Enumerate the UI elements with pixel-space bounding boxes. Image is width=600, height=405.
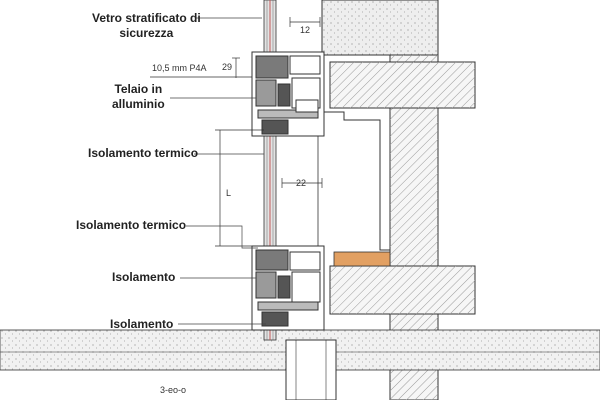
dimension-12 — [289, 17, 321, 27]
label-telaio-line2: alluminio — [112, 97, 165, 111]
label-isolamento-termico-1: Isolamento termico — [88, 146, 198, 161]
label-telaio: Telaio in alluminio — [112, 82, 165, 112]
label-isolamento-termico-2: Isolamento termico — [76, 218, 186, 233]
upper-slab-hatch — [330, 62, 475, 108]
lower-frame-profile — [251, 245, 325, 331]
leader-lines — [170, 17, 266, 325]
dimension-29 — [232, 57, 240, 78]
glass-spec-text: 10,5 mm P4A — [152, 63, 207, 73]
dimension-22-text: 22 — [296, 178, 306, 188]
label-isolamento-1: Isolamento — [112, 270, 175, 285]
dimension-22 — [281, 178, 323, 188]
label-telaio-line1: Telaio in — [114, 82, 163, 96]
label-vetro-line2: sicurezza — [119, 26, 174, 40]
label-vetro: Vetro stratificato di sicurezza — [92, 11, 201, 41]
dimension-12-text: 12 — [300, 25, 310, 35]
bottom-post — [285, 339, 337, 401]
label-vetro-line1: Vetro stratificato di — [92, 11, 201, 25]
dimension-L-text: L — [226, 188, 231, 198]
label-isolamento-1-text: Isolamento — [112, 270, 176, 284]
insulation-strip — [333, 251, 391, 267]
label-isolamento-2: Isolamento — [110, 317, 173, 332]
upper-frame-profile — [251, 51, 325, 137]
interior-frame-upper — [324, 111, 390, 251]
label-isolamento-termico-2-text: Isolamento termico — [76, 218, 187, 232]
lower-slab-hatch — [330, 266, 475, 314]
dimension-29-text: 29 — [222, 62, 232, 72]
label-isolamento-2-text: Isolamento — [110, 317, 174, 331]
dimension-L — [215, 129, 264, 247]
bottom-note: 3-eo-o — [160, 385, 186, 395]
concrete-dots-upper — [322, 0, 438, 55]
label-isolamento-termico-1-text: Isolamento termico — [88, 146, 199, 160]
